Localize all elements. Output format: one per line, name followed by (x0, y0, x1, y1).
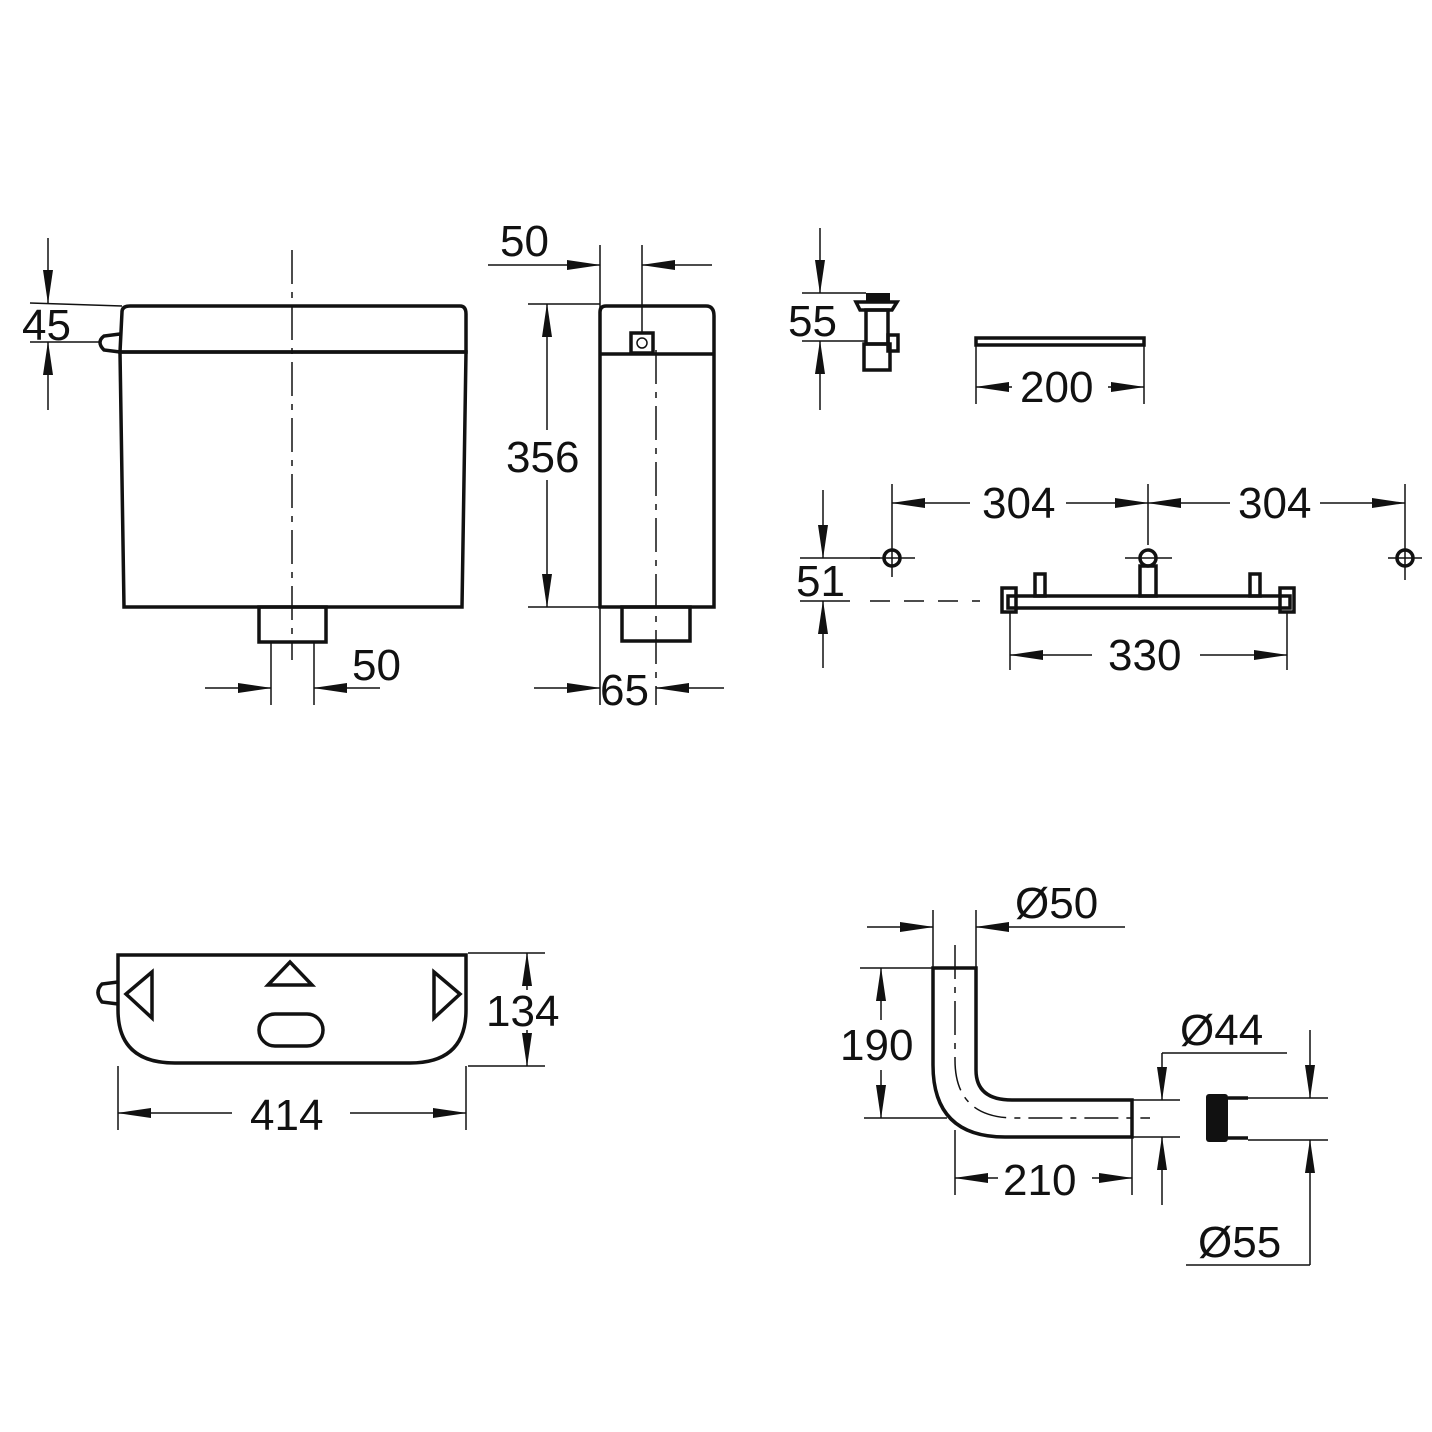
dim-coupling-diameter: Ø55 (1198, 1218, 1281, 1267)
dim-top-depth: 134 (486, 987, 559, 1036)
bend-pipe (860, 910, 1328, 1266)
dim-valve-height: 55 (788, 297, 837, 346)
dim-outlet-width: 50 (352, 641, 401, 690)
dim-pipe-diameter-end: Ø44 (1180, 1006, 1263, 1055)
dim-spacing-left: 304 (982, 479, 1055, 528)
dim-pipe-diameter-top: Ø50 (1015, 879, 1098, 928)
dim-side-height: 356 (506, 433, 579, 482)
dim-pipe-length: 210 (1003, 1156, 1076, 1205)
dim-bracket-offset: 51 (796, 557, 845, 606)
dim-bar-length: 200 (1020, 363, 1093, 412)
dim-top-width: 414 (250, 1091, 323, 1140)
angle-valve (802, 228, 901, 410)
dim-pipe-height: 190 (840, 1021, 913, 1070)
cistern-front-view (29, 238, 468, 705)
dim-lid-height: 45 (22, 301, 71, 350)
dim-side-outlet: 65 (600, 666, 649, 715)
cistern-side-view (488, 245, 724, 705)
dim-bracket-width: 330 (1108, 631, 1181, 680)
mounting-bracket (800, 484, 1422, 670)
flush-bar (974, 336, 1146, 404)
dim-side-top: 50 (500, 217, 549, 266)
dim-spacing-right: 304 (1238, 479, 1311, 528)
cistern-top-view (96, 952, 545, 1130)
